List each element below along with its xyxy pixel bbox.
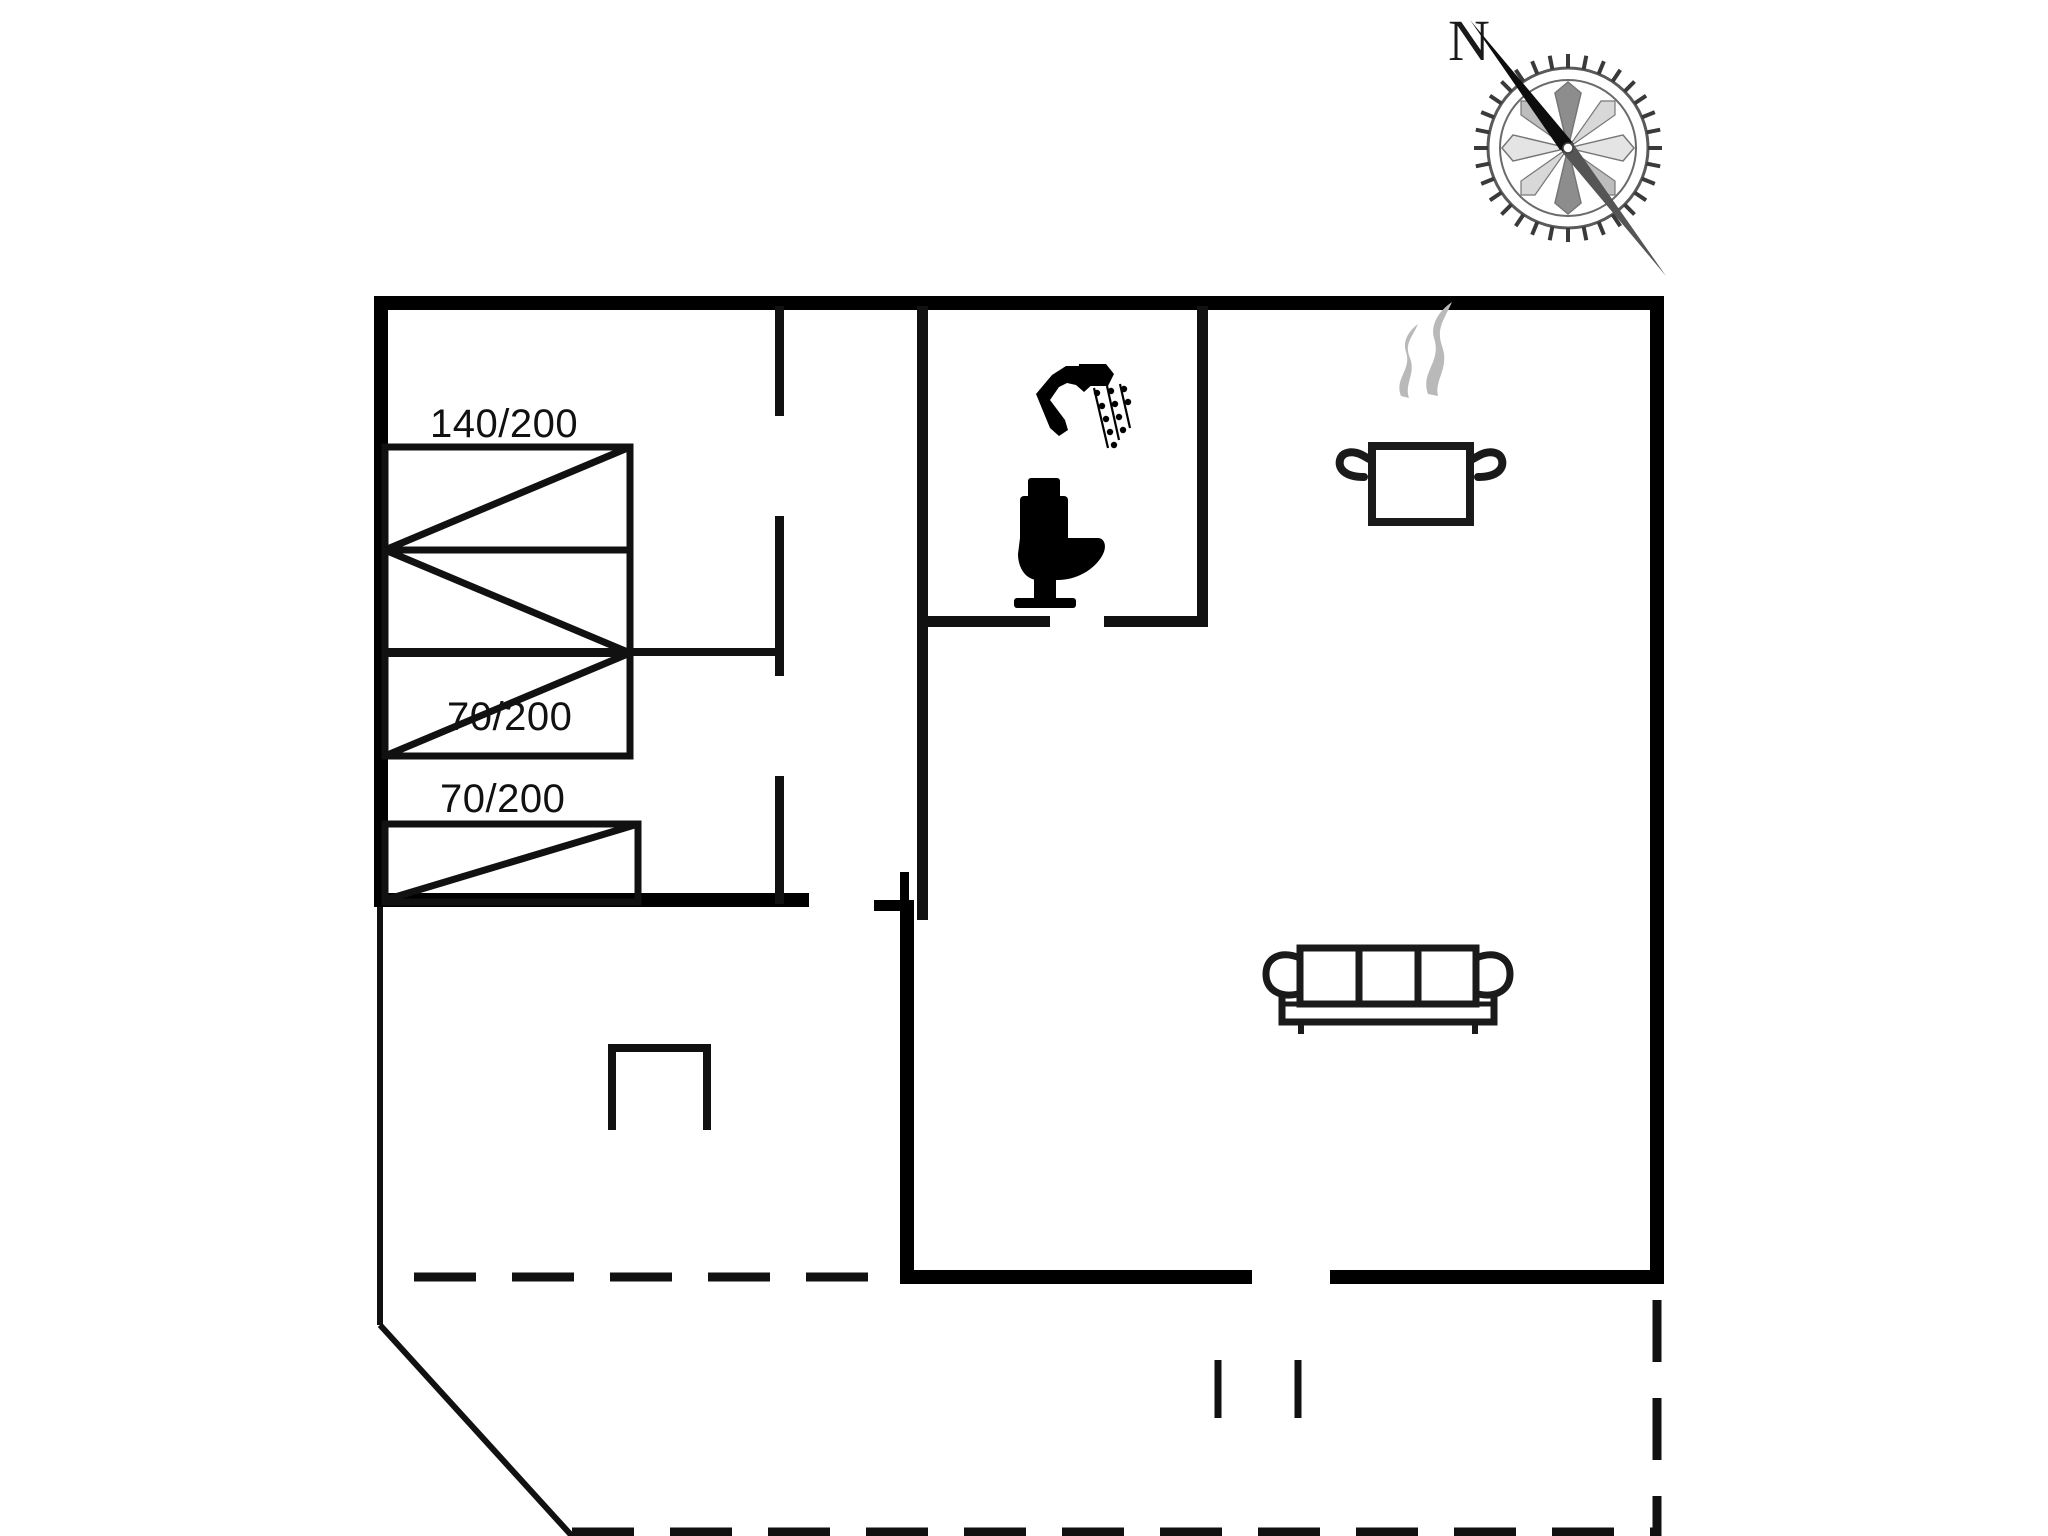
steam-left — [1399, 324, 1418, 398]
bed-group — [381, 443, 642, 906]
bed-140-200 — [381, 443, 634, 554]
partition-bedroom-seg1 — [775, 306, 784, 416]
sofa-icon — [1262, 944, 1514, 1034]
compass-needles — [1462, 20, 1674, 276]
bedroom-partitions — [775, 306, 784, 904]
wall-bathroom-right — [1197, 306, 1208, 624]
wall-stub-bedroom-mid — [630, 648, 780, 656]
compass-rose: N — [1448, 8, 1674, 276]
bed-label-70-200-lower: 70/200 — [440, 777, 565, 821]
bed-label-140-200: 140/200 — [430, 402, 578, 446]
living-partitions — [874, 872, 1664, 1284]
shower-icon — [1036, 364, 1132, 449]
toilet-icon — [1014, 478, 1105, 608]
compass-north-label: N — [1448, 8, 1490, 73]
wall-living-bottom-right — [1330, 1270, 1664, 1284]
bed-divider-line — [383, 648, 633, 657]
wall-right — [1650, 296, 1664, 1284]
step-marks — [1214, 1360, 1302, 1418]
bed-label-70-200-upper: 70/200 — [447, 695, 572, 739]
cooking-pot-icon — [1335, 302, 1507, 526]
door-jamb-cap — [874, 900, 909, 911]
table-counter — [608, 1044, 711, 1130]
wall-bathroom-bottom-left — [928, 616, 1050, 627]
partition-bedroom-seg2 — [775, 516, 784, 676]
compass-ring — [1462, 20, 1674, 276]
bathroom-walls — [917, 306, 1208, 920]
wall-living-bottom-left — [900, 1270, 1252, 1284]
wall-hall-left — [917, 306, 928, 920]
partition-bedroom-seg3 — [775, 776, 784, 904]
bed-70-200-lower — [381, 820, 642, 906]
bed-70-200-upper — [381, 546, 634, 657]
steam-right — [1426, 302, 1452, 396]
wall-bathroom-bottom-right — [1104, 616, 1208, 627]
wall-living-left — [900, 900, 914, 1284]
terrace-outline — [377, 907, 575, 1536]
wall-top — [374, 296, 1664, 310]
